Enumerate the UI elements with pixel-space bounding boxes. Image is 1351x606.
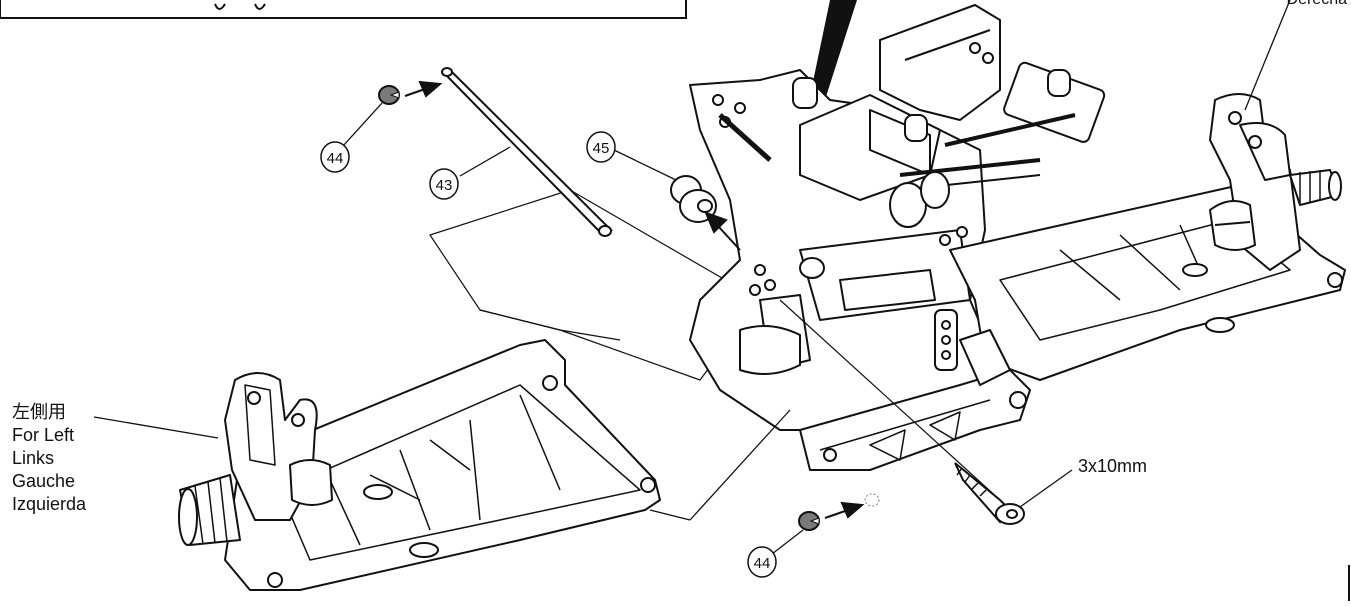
left-arm-label-en: For Left — [12, 425, 75, 445]
lower-mount-plate — [799, 329, 1031, 471]
callout-43-text: 43 — [436, 177, 453, 194]
note-box — [0, 0, 687, 19]
left-arm-label-de: Links — [12, 448, 55, 468]
left-arm-label-jp: 左側用 — [12, 402, 66, 422]
callout-43: 43 — [429, 168, 459, 200]
screw — [779, 299, 1025, 525]
leader-lines — [93, 0, 1291, 555]
right-lower-arm — [949, 93, 1346, 381]
assembly-arrows — [404, 80, 865, 519]
hinge-pin — [440, 67, 614, 237]
phantom-pin-end — [864, 493, 880, 507]
e-clip-bottom — [798, 511, 820, 531]
callout-44-top-text: 44 — [327, 150, 344, 167]
chassis — [429, 4, 1106, 431]
left-lower-arm — [178, 339, 661, 591]
callout-44-bottom: 44 — [747, 546, 777, 578]
callout-44-top: 44 — [320, 141, 350, 173]
callout-45: 45 — [586, 131, 616, 163]
right-arm-label: Derecha — [1287, 0, 1347, 9]
left-arm-label-es: Izquierda — [12, 494, 87, 514]
e-clip-top — [378, 85, 400, 105]
callout-45-text: 45 — [593, 140, 610, 157]
callout-44-bottom-text: 44 — [754, 555, 771, 572]
left-arm-label-fr: Gauche — [12, 471, 76, 491]
screw-size-label: 3x10mm — [1078, 456, 1148, 476]
